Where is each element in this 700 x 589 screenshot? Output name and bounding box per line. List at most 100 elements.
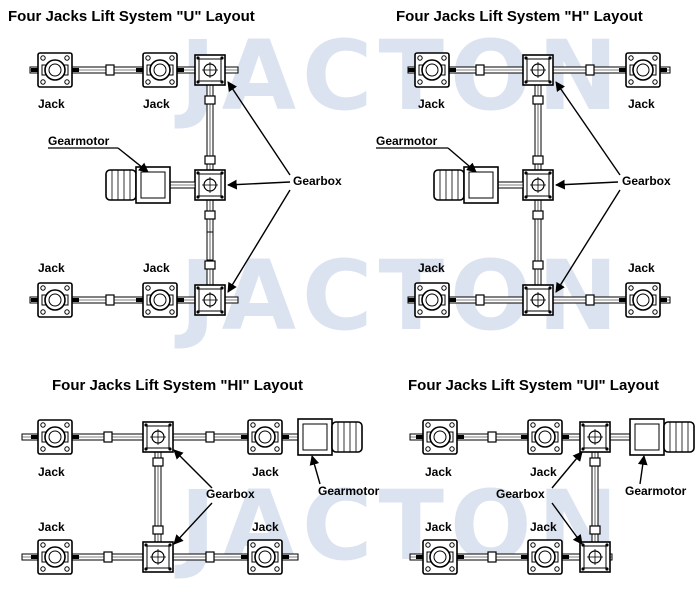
- bolt: [581, 447, 585, 451]
- mounting-hole: [40, 566, 46, 572]
- coupling: [204, 210, 216, 220]
- mounting-hole: [530, 542, 536, 548]
- jack: [31, 419, 79, 455]
- mounting-hole: [628, 79, 634, 85]
- mounting-hole: [449, 566, 455, 572]
- gearbox-arrow: [227, 179, 291, 190]
- jack: [241, 419, 289, 455]
- mounting-hole: [425, 566, 431, 572]
- gearbox: [194, 169, 226, 201]
- bolt: [220, 286, 224, 290]
- mounting-hole: [169, 55, 175, 61]
- mounting-hole: [628, 309, 634, 315]
- coupling: [589, 457, 601, 467]
- jack: [521, 539, 569, 575]
- mounting-hole: [145, 309, 151, 315]
- coupling: [585, 294, 595, 306]
- jack-label: Jack: [38, 520, 65, 534]
- coupling: [532, 260, 544, 270]
- bolt: [548, 310, 552, 314]
- gearbox-label: Gearbox: [206, 487, 255, 501]
- mounting-hole: [417, 285, 423, 291]
- bolt: [548, 286, 552, 290]
- gearbox-arrow: [555, 179, 619, 190]
- mounting-hole: [554, 422, 560, 428]
- mounting-hole: [169, 309, 175, 315]
- jack-label: Jack: [425, 465, 452, 479]
- gearmotor: [433, 166, 499, 204]
- mounting-hole: [40, 422, 46, 428]
- mounting-hole: [145, 285, 151, 291]
- jack: [136, 282, 184, 318]
- coupling: [475, 64, 485, 76]
- mounting-hole: [449, 422, 455, 428]
- mounting-hole: [628, 285, 634, 291]
- mounting-hole: [554, 566, 560, 572]
- gearbox: [194, 54, 226, 86]
- gearmotor: [629, 418, 695, 456]
- mounting-hole: [274, 542, 280, 548]
- bolt: [548, 80, 552, 84]
- jack-label: Jack: [418, 261, 445, 275]
- bolt: [220, 171, 224, 175]
- bolt: [524, 56, 528, 60]
- mounting-hole: [441, 55, 447, 61]
- mounting-hole: [652, 285, 658, 291]
- bolt: [524, 195, 528, 199]
- coupling: [205, 431, 215, 443]
- bolt: [168, 567, 172, 571]
- jack-label: Jack: [252, 520, 279, 534]
- jack-label: Jack: [628, 97, 655, 111]
- mounting-hole: [145, 55, 151, 61]
- mounting-hole: [40, 55, 46, 61]
- gearbox: [522, 54, 554, 86]
- layout-title-ui: Four Jacks Lift System "UI" Layout: [408, 377, 659, 394]
- bolt: [144, 567, 148, 571]
- jack: [408, 52, 456, 88]
- gearbox-arrow: [227, 189, 291, 293]
- gearbox-arrow: [227, 81, 291, 176]
- bolt: [196, 80, 200, 84]
- bolt: [168, 423, 172, 427]
- gearmotor-arrow: [447, 147, 477, 173]
- mounting-hole: [40, 79, 46, 85]
- bolt: [581, 567, 585, 571]
- mounting-hole: [441, 79, 447, 85]
- mounting-hole: [449, 542, 455, 548]
- coupling: [152, 525, 164, 535]
- mounting-hole: [40, 285, 46, 291]
- bolt: [548, 195, 552, 199]
- bolt: [548, 56, 552, 60]
- bolt: [524, 171, 528, 175]
- mounting-hole: [425, 542, 431, 548]
- jack-label: Jack: [38, 261, 65, 275]
- gearbox-label: Gearbox: [622, 174, 671, 188]
- shaft: [206, 231, 214, 261]
- coupling: [105, 294, 115, 306]
- mounting-hole: [64, 309, 70, 315]
- mounting-hole: [250, 542, 256, 548]
- coupling: [204, 95, 216, 105]
- gearbox-arrow: [555, 81, 621, 176]
- coupling: [532, 155, 544, 165]
- layout-title-hi: Four Jacks Lift System "HI" Layout: [52, 377, 303, 394]
- jack-label: Jack: [143, 261, 170, 275]
- bolt: [605, 543, 609, 547]
- bolt: [168, 447, 172, 451]
- coupling: [487, 431, 497, 443]
- bolt: [196, 171, 200, 175]
- gearmotor-label: Gearmotor: [376, 134, 438, 148]
- bolt: [220, 80, 224, 84]
- mounting-hole: [64, 446, 70, 452]
- mounting-hole: [40, 542, 46, 548]
- bolt: [524, 286, 528, 290]
- bolt: [605, 567, 609, 571]
- coupling: [475, 294, 485, 306]
- gearbox: [522, 284, 554, 316]
- gearbox-label: Gearbox: [293, 174, 342, 188]
- bolt: [220, 56, 224, 60]
- jack: [416, 539, 464, 575]
- bolt: [196, 310, 200, 314]
- jack-label: Jack: [38, 465, 65, 479]
